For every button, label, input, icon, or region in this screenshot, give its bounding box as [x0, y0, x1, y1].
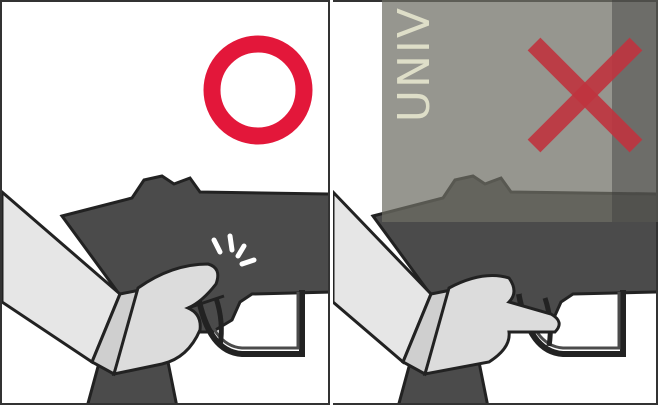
cross-icon — [520, 30, 650, 160]
correct-panel — [0, 0, 330, 405]
correct-illustration — [2, 2, 330, 405]
watermark-text: UNIV — [390, 6, 440, 122]
circle-icon — [212, 44, 304, 136]
